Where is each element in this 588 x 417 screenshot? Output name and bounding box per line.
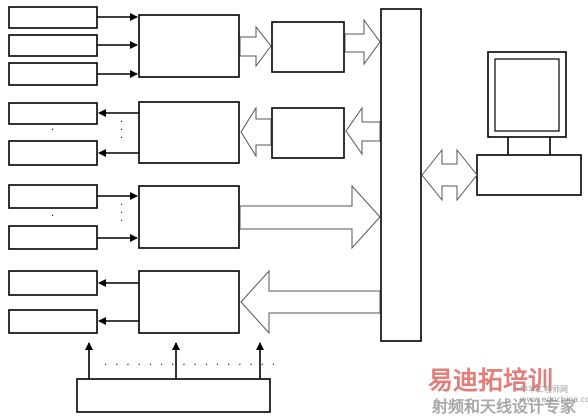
watermark-tagline: 射频和天线设计专家: [431, 397, 577, 416]
ellipsis-bottom: ················: [104, 360, 283, 371]
ellipsis-left-2: ·: [51, 211, 54, 222]
control-box: [76, 378, 271, 413]
interface-box-1: [271, 21, 345, 73]
system-bus: [380, 8, 422, 342]
ellipsis-mid-1: ·: [120, 117, 123, 128]
input-box-3: [8, 62, 98, 86]
ellipsis-mid-4: ·: [120, 200, 123, 211]
interface-box-2: [271, 107, 345, 159]
output-box-1: [8, 102, 98, 125]
output-box-4: [8, 309, 98, 334]
output-box-3: [8, 270, 98, 296]
watermark-brand: 易迪拓培训: [428, 366, 553, 395]
watermark-logo-text: 中华工程师网: [520, 384, 568, 394]
block-arrow-i1-bus: [344, 18, 381, 66]
block-arrow-bus-m4: [240, 269, 381, 335]
module-box-2: [138, 101, 240, 164]
watermark-logo: 易迪拓培训 中华工程师网 www.ednchina.com 射频和天线设计专家: [428, 366, 588, 416]
module-box-4: [138, 270, 240, 334]
input-box-5: [8, 225, 98, 250]
input-box-4: [8, 184, 98, 209]
block-arrow-m1-i1: [239, 25, 272, 68]
ellipsis-mid-2: ·: [120, 125, 123, 136]
block-arrow-m3-bus: [239, 184, 381, 250]
ellipsis-mid-5: ·: [120, 208, 123, 219]
block-arrow-bus-computer: [421, 148, 478, 202]
ellipsis-left-1: ·: [51, 125, 54, 136]
computer-monitor-icon: [476, 51, 582, 196]
watermark-url: www.ednchina.com: [520, 395, 588, 404]
input-box-1: [8, 6, 98, 29]
ellipsis-mid-6: ·: [120, 216, 123, 227]
ellipsis-mid-3: ·: [120, 133, 123, 144]
module-box-3: [138, 185, 240, 249]
block-arrow-i2-m2: [240, 106, 272, 158]
module-box-1: [138, 14, 240, 78]
input-box-2: [8, 34, 98, 57]
block-arrow-bus-i2: [345, 106, 381, 156]
output-box-2: [8, 140, 98, 166]
